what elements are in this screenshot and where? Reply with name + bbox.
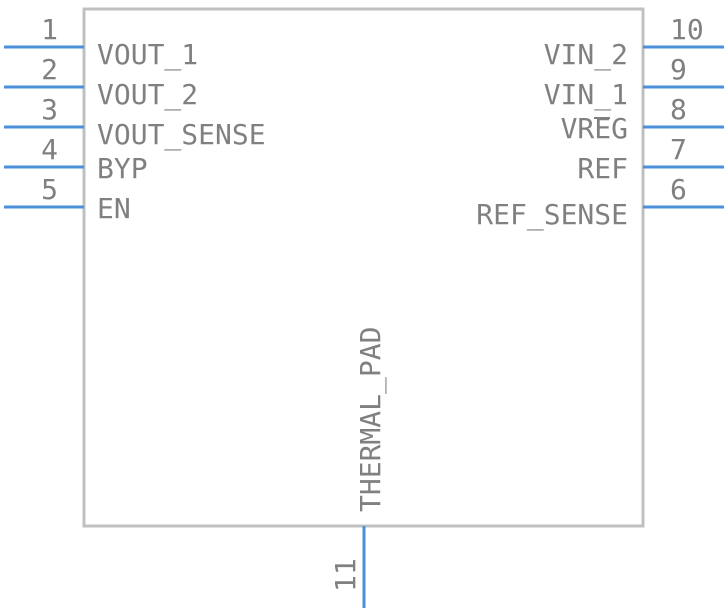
right-pins: 10 9 8 7 6 VIN_2 VIN_1 VREG REF REF_SENS…	[476, 13, 724, 232]
pin-7-number: 7	[670, 133, 687, 166]
thermal-pad-label: THERMAL_PAD	[354, 327, 388, 512]
pin-5-label: EN	[97, 192, 131, 225]
pin-7-label: REF	[577, 152, 628, 185]
component-body	[82, 7, 645, 528]
pin-8-number: 8	[670, 93, 687, 126]
left-pins: 1 2 3 4 5 VOUT_1 VOUT_2 VOUT_SENSE BYP E…	[4, 13, 266, 225]
pin-9-number: 9	[670, 53, 687, 86]
pin-2-number: 2	[41, 53, 58, 86]
pin-11-number: 11	[329, 558, 362, 592]
pin-4-number: 4	[41, 133, 58, 166]
pin-2-label: VOUT_2	[97, 78, 198, 112]
pin-1-label: VOUT_1	[97, 38, 198, 72]
pin-8-label: VREG	[561, 112, 628, 145]
pin-6-label: REF_SENSE	[476, 198, 628, 232]
pin-10-number: 10	[670, 13, 704, 46]
pin-6-number: 6	[670, 173, 687, 206]
pin-4-label: BYP	[97, 152, 148, 185]
pin-3-label: VOUT_SENSE	[97, 118, 266, 152]
bottom-pin: 11 THERMAL_PAD	[329, 327, 388, 608]
pin-9-label: VIN_1	[544, 78, 628, 112]
pin-1-number: 1	[41, 13, 58, 46]
pin-3-number: 3	[41, 93, 58, 126]
pin-5-number: 5	[41, 173, 58, 206]
pin-10-label: VIN_2	[544, 38, 628, 72]
